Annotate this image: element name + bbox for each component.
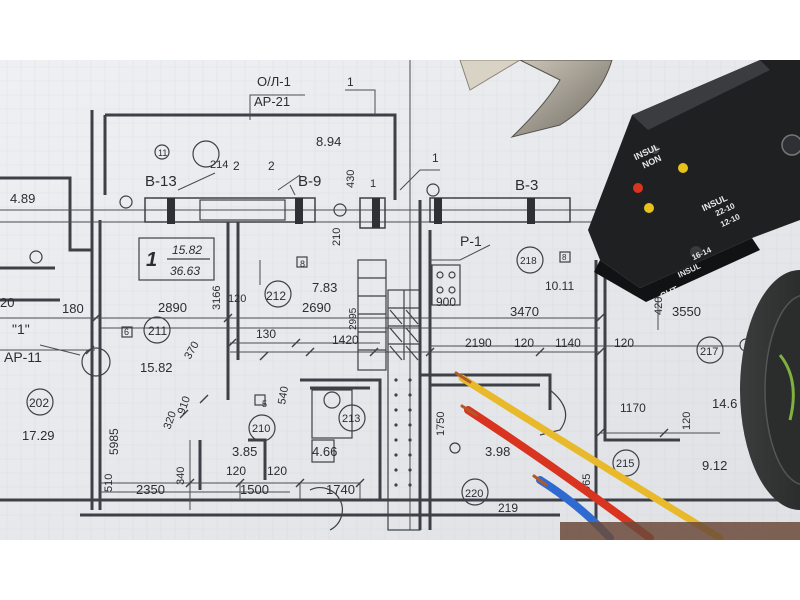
label-3-98: 3.98	[485, 444, 510, 459]
label-120d: 120	[681, 412, 693, 430]
tape-roll	[740, 270, 800, 510]
label-120b: 120	[514, 336, 534, 350]
label-1140: 1140	[555, 336, 581, 350]
label-4-66: 4.66	[312, 444, 337, 459]
label-120a: 120	[228, 293, 246, 305]
label-v3: В-3	[515, 177, 538, 194]
label-130: 130	[256, 327, 276, 341]
label-5: 5	[262, 399, 267, 409]
label-120e: 120	[226, 464, 246, 478]
label-202: 202	[29, 396, 49, 410]
fixtures	[81, 347, 567, 531]
label-320: 320	[162, 410, 180, 431]
photo: О/Л-1 АР-21 1 1 1 2 2 В-13 В-9 В-3 Р-1 8…	[0, 60, 800, 540]
label-1740: 1740	[326, 482, 355, 497]
label-one-b: 1	[432, 151, 439, 165]
label-room1-area2: 36.63	[170, 264, 200, 278]
label-340: 340	[175, 467, 187, 485]
label-214: 214	[210, 159, 228, 171]
windows	[144, 197, 571, 229]
label-6: 6	[124, 327, 129, 337]
label-900: 900	[436, 295, 456, 309]
label-120f: 120	[267, 464, 287, 478]
crimp-tool: INSUL NON INSUL 22-10 16-14 12-10 INSUL …	[588, 60, 800, 302]
label-one-c: 1	[370, 178, 376, 190]
label-430: 430	[345, 170, 357, 188]
label-ap11: АР-11	[4, 349, 42, 365]
label-one-a: 1	[347, 75, 354, 89]
cable-bundle	[560, 522, 800, 540]
label-v13: В-13	[145, 173, 177, 190]
stair-shaft	[357, 259, 461, 531]
label-210b: 210	[252, 423, 270, 435]
label-r1: Р-1	[460, 233, 482, 249]
label-17-29: 17.29	[22, 428, 55, 443]
label-8-94: 8.94	[316, 134, 341, 149]
label-3-85: 3.85	[232, 444, 257, 459]
label-1750: 1750	[435, 412, 447, 436]
blueprint-photo: О/Л-1 АР-21 1 1 1 2 2 В-13 В-9 В-3 Р-1 8…	[0, 60, 800, 540]
label-1420: 1420	[332, 333, 359, 347]
label-217: 217	[700, 346, 718, 358]
label-room1: 1	[146, 249, 157, 271]
label-510: 510	[103, 474, 115, 492]
label-5985: 5985	[107, 428, 121, 455]
label-ap21: АР-21	[254, 94, 290, 109]
label-180: 180	[62, 301, 84, 316]
label-2890: 2890	[158, 300, 187, 315]
label-2690: 2690	[302, 300, 331, 315]
label-219: 219	[498, 501, 518, 515]
label-2190: 2190	[465, 336, 492, 350]
label-910: 910	[176, 395, 194, 416]
wires	[454, 371, 724, 540]
label-q1: "1"	[12, 321, 30, 337]
label-20: 20	[0, 295, 14, 310]
label-8: 8	[300, 259, 305, 269]
label-8b: 8	[562, 253, 567, 262]
room-markers	[26, 140, 753, 506]
tool-blade	[459, 60, 613, 138]
label-3550: 3550	[672, 304, 701, 319]
label-3470: 3470	[510, 304, 539, 319]
label-420: 420	[653, 297, 665, 315]
label-two-b: 2	[268, 159, 275, 173]
label-9-12: 9.12	[702, 458, 727, 473]
label-211: 211	[148, 324, 167, 338]
dimension-ticks	[85, 313, 669, 488]
label-210a: 210	[331, 228, 343, 246]
label-4-89: 4.89	[10, 191, 35, 206]
yellow-dot-icon	[678, 163, 688, 173]
label-14-6: 14.6	[712, 396, 737, 411]
label-room1-area: 15.82	[172, 243, 202, 257]
label-two-a: 2	[233, 159, 240, 173]
label-220: 220	[465, 488, 483, 500]
label-1500: 1500	[240, 482, 269, 497]
label-15-82: 15.82	[140, 360, 173, 375]
label-11: 11	[158, 148, 167, 158]
shaft-dots	[394, 378, 412, 502]
label-2995: 2995	[348, 307, 359, 330]
label-215: 215	[616, 458, 634, 470]
label-ol1: О/Л-1	[257, 74, 291, 89]
label-540: 540	[276, 385, 291, 405]
plan-labels: О/Л-1 АР-21 1 1 1 2 2 В-13 В-9 В-3 Р-1 8…	[0, 74, 737, 515]
red-dot-icon	[633, 183, 643, 193]
label-3166: 3166	[211, 286, 223, 310]
label-213: 213	[342, 413, 360, 425]
label-1170: 1170	[620, 401, 646, 415]
label-7-83: 7.83	[312, 280, 337, 295]
label-10-11: 10.11	[545, 279, 574, 293]
label-120c: 120	[614, 336, 634, 350]
yellow-dot-icon-2	[644, 203, 654, 213]
label-v9: В-9	[298, 173, 321, 190]
label-2350: 2350	[136, 482, 165, 497]
label-218: 218	[520, 256, 537, 267]
label-212: 212	[266, 289, 286, 303]
